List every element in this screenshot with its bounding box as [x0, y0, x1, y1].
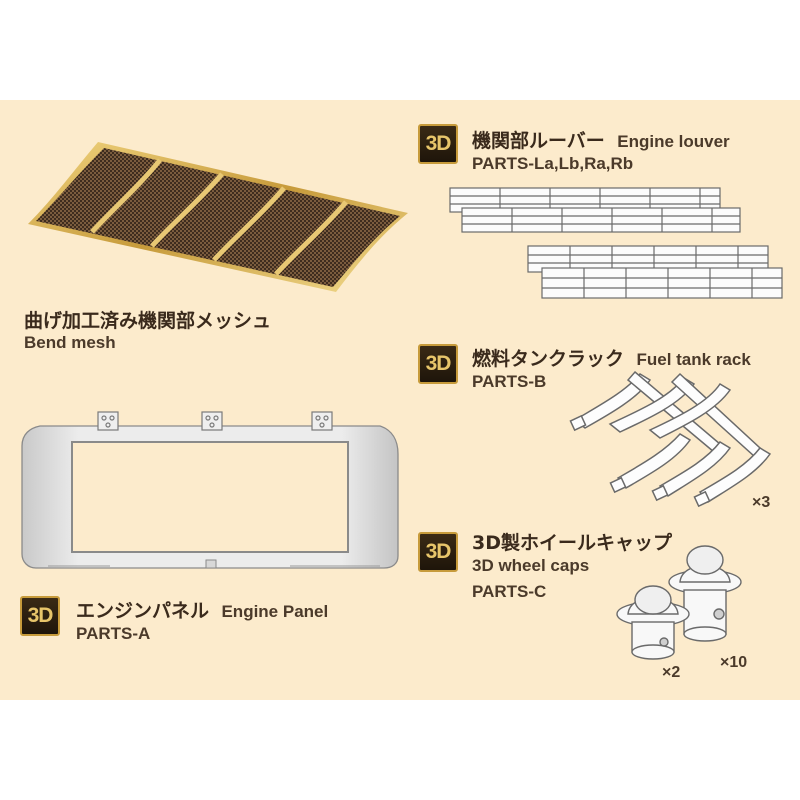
3d-badge: 3D — [20, 596, 60, 636]
louver-title-jp: 機関部ルーバー — [472, 130, 605, 152]
3d-badge: 3D — [418, 124, 458, 164]
rack-count: ×3 — [752, 494, 771, 511]
caps-title-jp: 3D製ホイールキャップ — [472, 532, 672, 554]
rack-title-jp: 燃料タンクラック — [472, 348, 625, 370]
louver-parts: PARTS-La,Lb,Ra,Rb — [472, 154, 634, 173]
bend-mesh-title: 曲げ加工済み機関部メッシュ — [24, 310, 272, 332]
caps-count-large: ×10 — [720, 654, 748, 671]
rack-title-row: 燃料タンクラック Fuel tank rack — [472, 344, 751, 371]
caps-title-en: 3D wheel caps — [472, 556, 590, 575]
bend-mesh-subtitle: Bend mesh — [24, 333, 116, 352]
panel-parts: PARTS-A — [76, 624, 151, 643]
3d-badge: 3D — [418, 344, 458, 384]
panel-title-en: Engine Panel — [221, 602, 329, 621]
3d-badge: 3D — [418, 532, 458, 572]
panel-title-row: エンジンパネル Engine Panel — [76, 596, 328, 623]
caps-count-small: ×2 — [662, 664, 681, 681]
rack-title-en: Fuel tank rack — [636, 350, 751, 369]
rack-parts: PARTS-B — [472, 372, 547, 391]
caps-parts: PARTS-C — [472, 582, 547, 601]
louver-title-row: 機関部ルーバー Engine louver — [472, 126, 730, 153]
louver-title-en: Engine louver — [617, 132, 730, 151]
panel-title-jp: エンジンパネル — [76, 600, 210, 622]
